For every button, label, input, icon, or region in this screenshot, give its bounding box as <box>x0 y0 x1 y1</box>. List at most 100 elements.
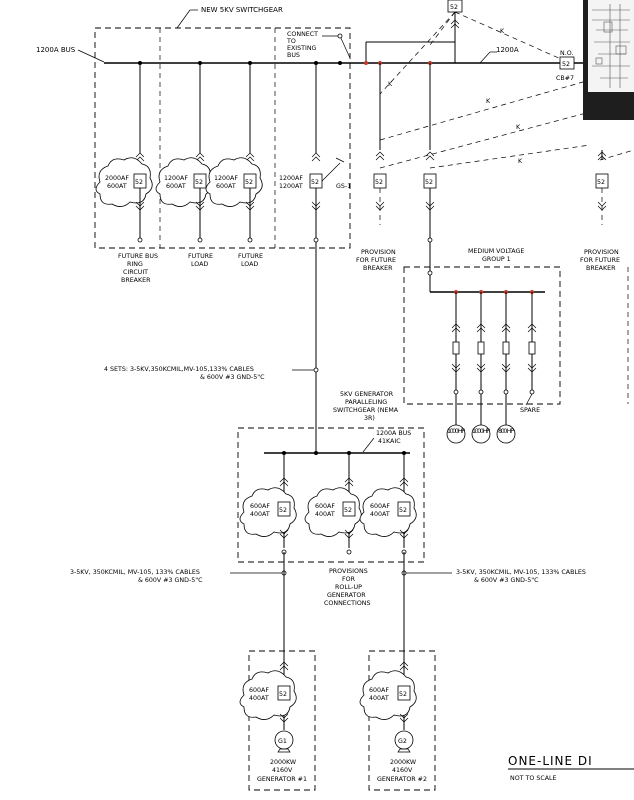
rollup-label-3: ROLL-UP <box>335 584 362 591</box>
provision-2-label-1: PROVISION <box>584 249 619 256</box>
rollup-label-4: GENERATOR <box>327 592 366 599</box>
gen2-label-3: GENERATOR #2 <box>377 776 427 783</box>
cables-right-1: 3-5KV, 350KCMIL, MV-105, 133% CABLES <box>456 569 586 576</box>
breaker-rating-af: 1200AF <box>214 175 238 182</box>
breaker-rating-af: 600AF <box>249 687 269 694</box>
connect-label-3: EXISTING <box>287 45 317 52</box>
cb-code: 52 <box>425 179 433 186</box>
cb-code: 52 <box>279 691 287 698</box>
breaker-rating-at: 400AT <box>249 695 269 702</box>
future-load-1-label-2: LOAD <box>191 261 208 268</box>
gen-bus-label-2: 41KAIC <box>378 438 401 445</box>
cb-code: 52 <box>450 4 458 11</box>
cb-code: 52 <box>399 691 407 698</box>
future-bus-label-4: BREAKER <box>121 277 151 284</box>
cb-code: 52 <box>375 179 383 186</box>
future-bus-label-1: FUTURE BUS <box>118 253 158 260</box>
provision-2-label-3: BREAKER <box>586 265 616 272</box>
mv-group-label-1: MEDIUM VOLTAGE <box>468 248 524 255</box>
mv-group-feeder: 52 MEDIUM VOLTAGE GROUP 1 <box>403 63 561 405</box>
spare-label: SPARE <box>520 407 540 414</box>
provision-1-label-3: BREAKER <box>363 265 393 272</box>
generator-1: 52 600AF 400AT G1 2000KW 4160V GENERATOR… <box>239 552 316 791</box>
gen1-label-1: 2000KW <box>270 759 297 766</box>
breaker-rating-af: 2000AF <box>105 175 129 182</box>
cables-4sets-1: 4 SETS: 3-5KV,350KCMIL,MV-105,133% CABLE… <box>104 366 254 373</box>
main-breaker-feeder: 52 1200AF 1200AT GS-1 <box>279 61 351 455</box>
breaker-rating-at: 600AT <box>107 183 127 190</box>
g2-label: G2 <box>398 738 407 745</box>
gs1-label: GS-1 <box>336 183 351 190</box>
k-label-5: K <box>518 158 523 165</box>
breaker-rating-at: 400AT <box>369 695 389 702</box>
gen2-label-2: 4160V <box>392 767 413 774</box>
provision-2-label-2: FOR FUTURE <box>580 257 620 264</box>
bus-1200a-label: 1200A BUS <box>36 46 76 54</box>
motor-3-hp: 800 HP <box>498 428 514 435</box>
breaker-rating-af: 600AF <box>370 503 390 510</box>
future-load-2-label-1: FUTURE <box>238 253 263 260</box>
gen1-label-2: 4160V <box>272 767 293 774</box>
connect-label-4: BUS <box>287 52 300 59</box>
gen1-label-3: GENERATOR #1 <box>257 776 307 783</box>
g1-label: G1 <box>278 738 287 745</box>
connect-label-1: CONNECT <box>287 31 318 38</box>
motor-3-icon <box>496 424 516 444</box>
breaker-rating-af: 600AF <box>369 687 389 694</box>
feeder-future-load-2: 52 1200AF 600AT FUTURE LOAD <box>205 61 263 268</box>
diagram-title: ONE-LINE DI <box>508 754 593 768</box>
future-load-1-label-1: FUTURE <box>188 253 213 260</box>
gen-bus-label-1: 1200A BUS <box>376 430 411 437</box>
k-label-4: K <box>516 124 521 131</box>
rollup-label-5: CONNECTIONS <box>324 600 371 607</box>
breaker-rating-at: 400AT <box>370 511 390 518</box>
feeder-future-bus: 52 2000AF 600AT FUTURE BUS RING CIRCUIT … <box>95 61 158 284</box>
new-switchgear: NEW 5KV SWITCHGEAR 1200A BUS CONNECT TO … <box>36 6 590 249</box>
thumbnail-preview[interactable] <box>583 0 634 120</box>
gen-swgr-label-4: 3R) <box>364 415 375 422</box>
cb7-label: CB#7 <box>556 75 574 82</box>
gen2-label-1: 2000KW <box>390 759 417 766</box>
k-label-1: K <box>388 81 393 88</box>
mv-branch-3: 800 HP <box>496 292 516 444</box>
breaker-rating-af: 1200AF <box>164 175 188 182</box>
mv-branch-spare: SPARE <box>520 292 540 414</box>
breaker-rating-af: 600AF <box>315 503 335 510</box>
existing-bus: 52 1200A K K K K K 52 N.O. CB#7 <box>364 0 634 169</box>
cb-code: 52 <box>399 507 407 514</box>
cables-left-1: 3-5KV, 350KCMIL, MV-105, 133% CABLES <box>70 569 200 576</box>
new-switchgear-label: NEW 5KV SWITCHGEAR <box>201 6 283 14</box>
rollup-label-2: FOR <box>342 576 356 583</box>
mv-group-label-2: GROUP 1 <box>482 256 511 263</box>
cb-code: 52 <box>344 507 352 514</box>
no-label: N.O. <box>560 50 573 57</box>
gen-swgr-breaker-1: 52 600AF 400AT <box>239 453 297 555</box>
cb-code: 52 <box>562 61 570 68</box>
cables-4sets-2: & 600V #3 GND-5"C <box>200 374 265 381</box>
k-label-3: K <box>486 98 491 105</box>
mv-branch-2: 1000 HP <box>471 292 491 444</box>
breaker-rating-at: 600AT <box>166 183 186 190</box>
generator-2: 52 600AF 400AT G2 2000KW 4160V GENERATOR… <box>359 552 436 791</box>
breaker-rating-af: 1200AF <box>279 175 303 182</box>
provision-future-breaker-2: 52 PROVISION FOR FUTURE BREAKER <box>580 150 629 404</box>
cables-right-2: & 600V #3 GND-5"C <box>474 577 539 584</box>
rollup-label-1: PROVISIONS <box>329 568 368 575</box>
connect-label-2: TO <box>286 38 296 45</box>
motor-2-icon <box>471 424 491 444</box>
feeder-future-load-1: 52 1200AF 600AT FUTURE LOAD <box>155 61 213 268</box>
generator-switchgear: 5KV GENERATOR PARALLELING SWITCHGEAR (NE… <box>237 391 425 563</box>
gen-swgr-label-1: 5KV GENERATOR <box>340 391 394 398</box>
provision-1-label-2: FOR FUTURE <box>356 257 396 264</box>
breaker-rating-at: 1200AT <box>279 183 303 190</box>
gen-swgr-label-2: PARALLELING <box>345 399 387 406</box>
future-bus-label-3: CIRCUIT <box>123 269 148 276</box>
cb-code: 52 <box>279 507 287 514</box>
future-load-2-label-2: LOAD <box>241 261 258 268</box>
cables-left-2: & 600V #3 GND-5"C <box>138 577 203 584</box>
motor-1-hp: 1000 HP <box>447 428 465 435</box>
scale-note: NOT TO SCALE <box>510 775 557 782</box>
gen-swgr-breaker-2: 52 600AF 400AT <box>304 453 362 555</box>
bus-1200a-top: 1200A <box>496 46 519 54</box>
